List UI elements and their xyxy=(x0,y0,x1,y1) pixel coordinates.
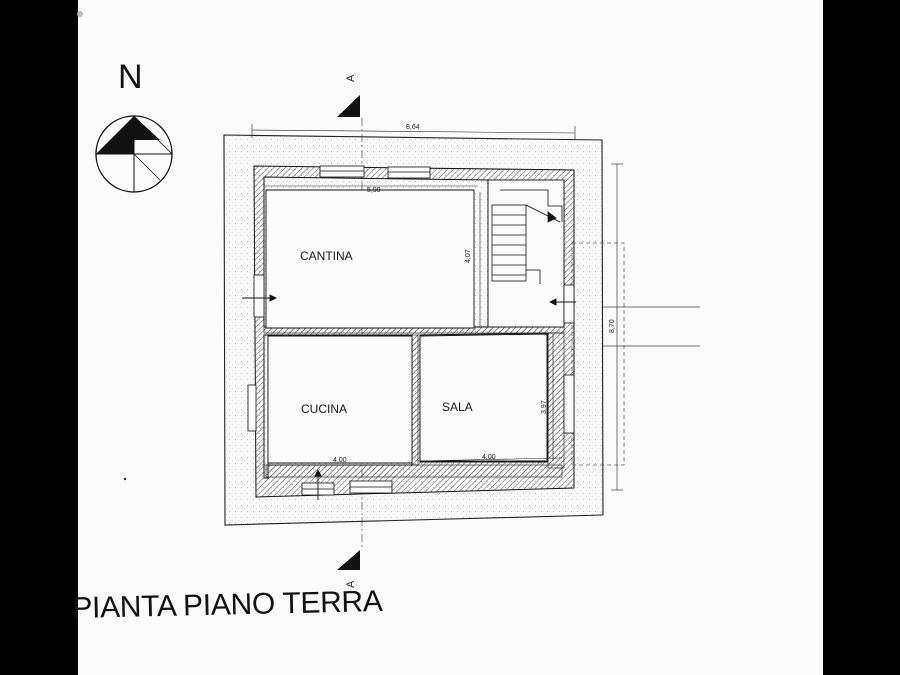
dim-cucina-width: 4,00 xyxy=(333,457,347,464)
north-compass: N xyxy=(95,58,173,193)
section-marker-bottom: A xyxy=(337,550,360,588)
north-label: N xyxy=(118,58,143,96)
windows xyxy=(247,165,575,496)
entrance-arrows xyxy=(242,294,576,500)
dim-overall-width: 8,64 xyxy=(406,124,420,131)
dim-sala-width: 4,00 xyxy=(482,454,496,461)
section-label-bottom: A xyxy=(345,580,357,588)
room-label-sala: SALA xyxy=(442,400,473,414)
dim-overall-depth: 8,70 xyxy=(609,319,616,333)
dim-cantina-width: 5,99 xyxy=(367,187,381,194)
room-label-cucina: CUCINA xyxy=(301,402,347,416)
drawing-title: PIANTA PIANO TERRA xyxy=(72,584,383,625)
section-label-top: A xyxy=(345,74,357,82)
dim-cantina-depth: 4,07 xyxy=(465,249,472,263)
section-marker-top: A xyxy=(337,74,360,117)
dimension-lines xyxy=(251,124,623,491)
building-walls xyxy=(253,165,575,498)
room-label-cantina: CANTINA xyxy=(300,249,353,263)
dim-sala-depth: 3,97 xyxy=(541,400,548,414)
smudge-marks xyxy=(77,11,127,481)
staircase xyxy=(491,189,563,284)
